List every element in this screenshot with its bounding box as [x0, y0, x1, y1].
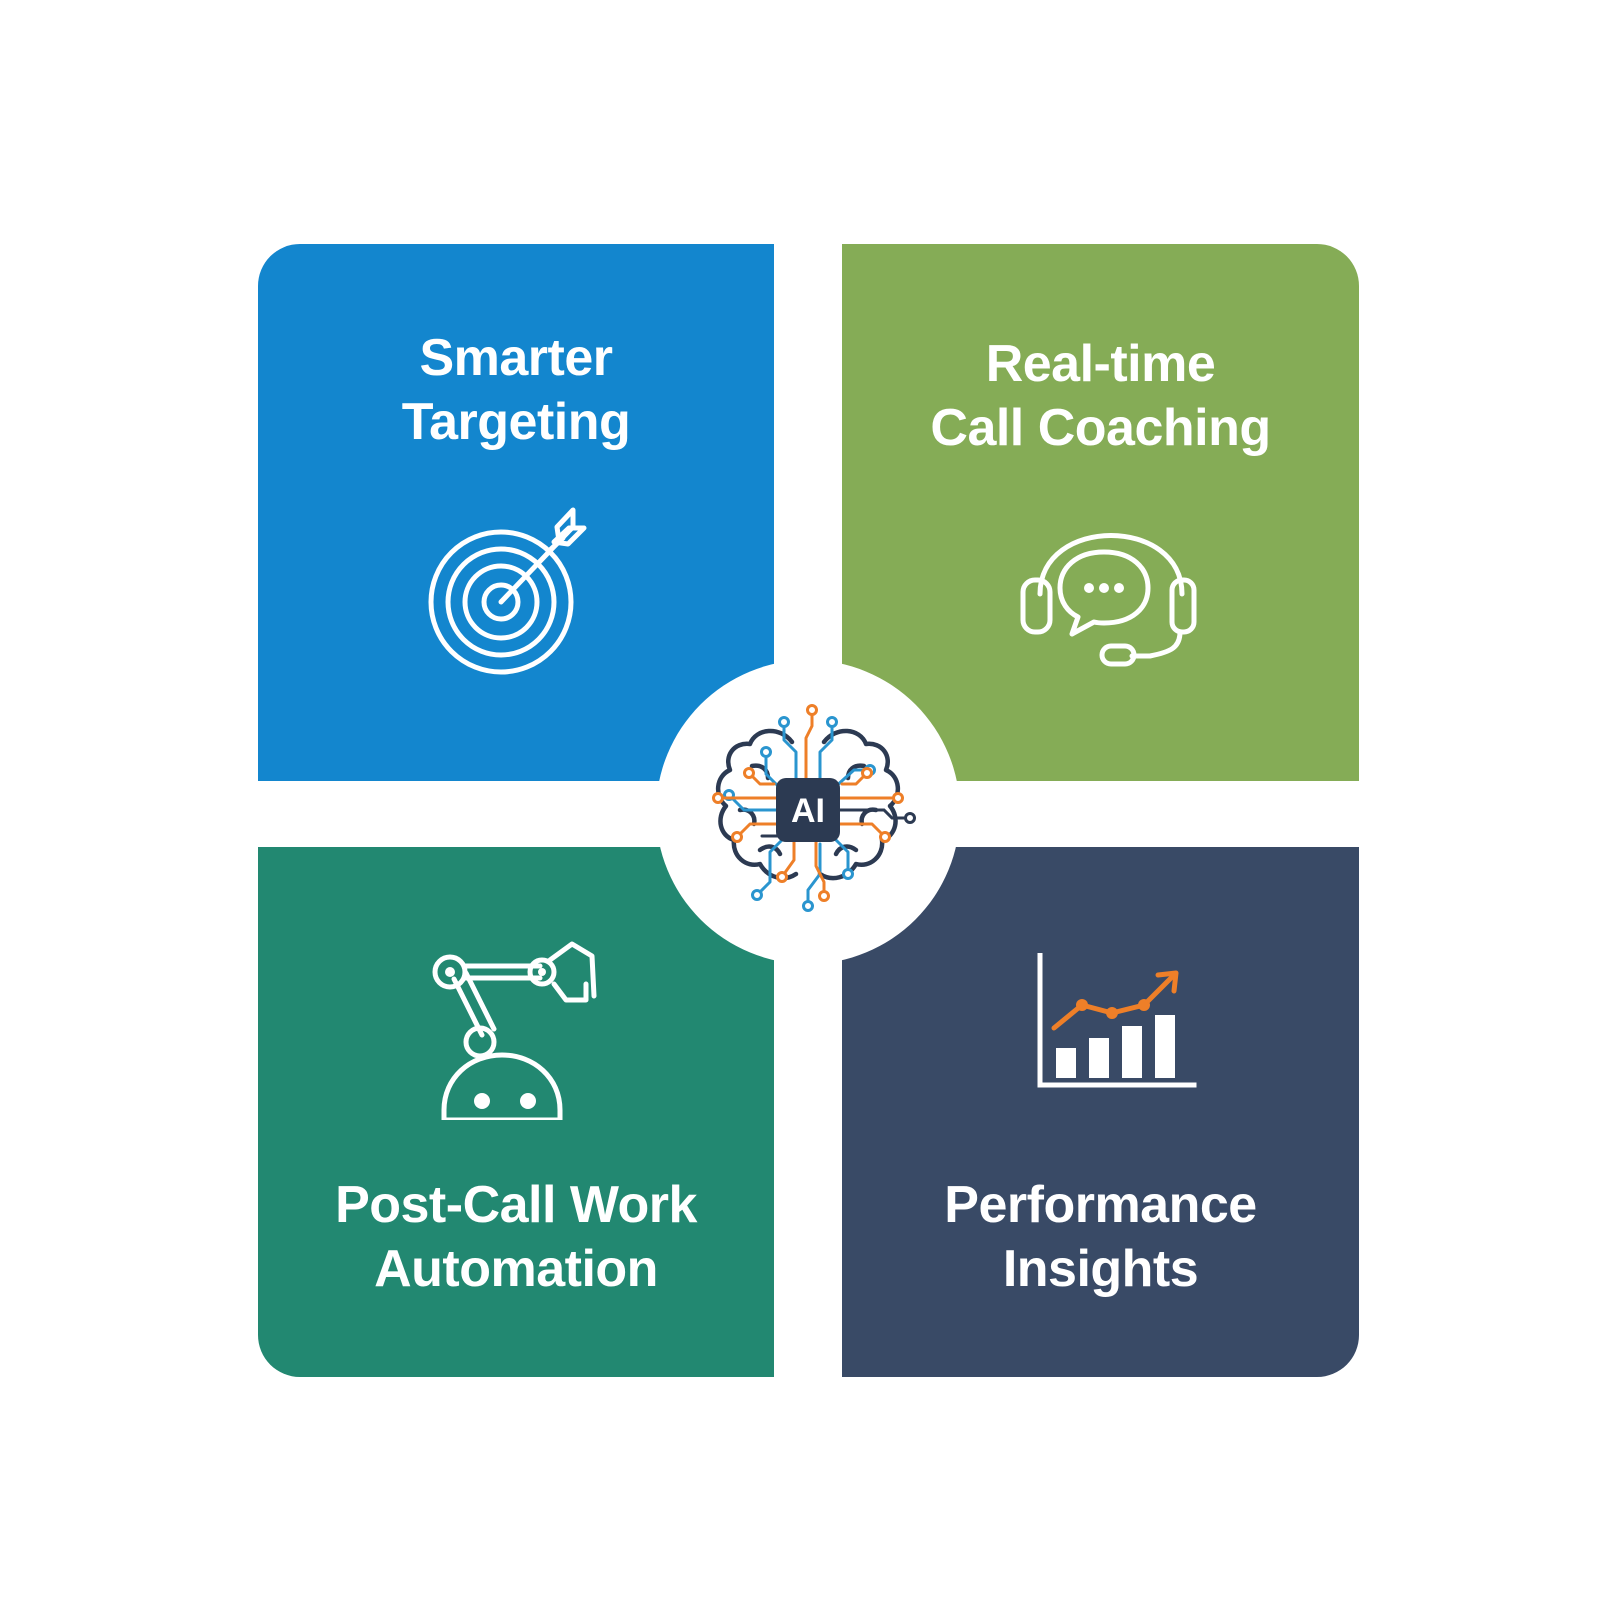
quadrant-title: Performance Insights	[842, 1173, 1359, 1301]
title-line: Real-time	[985, 335, 1216, 393]
title-line: Insights	[1002, 1240, 1199, 1298]
title-line: Smarter	[419, 329, 613, 387]
title-line: Automation	[374, 1240, 658, 1298]
ai-chip	[776, 778, 840, 842]
quadrant-real-time-call-coaching: Real-time Call Coaching	[842, 244, 1359, 781]
quadrant-performance-insights: Performance Insights	[842, 847, 1359, 1377]
title-line: Call Coaching	[930, 399, 1271, 457]
ai-label: AI	[791, 792, 825, 830]
headset-chat-icon	[1020, 533, 1197, 667]
ai-hub: AI	[656, 660, 960, 964]
title-line: Post-Call Work	[335, 1176, 697, 1234]
quadrant-post-call-work-automation: Post-Call Work Automation	[258, 847, 774, 1377]
title-line: Performance	[944, 1176, 1257, 1234]
circuit-brain-icon: AI	[712, 704, 916, 912]
quadrant-title: Smarter Targeting	[258, 326, 774, 454]
quadrant-smarter-targeting: Smarter Targeting	[258, 244, 774, 781]
robot-arm-icon	[432, 941, 597, 1120]
quadrant-title: Post-Call Work Automation	[258, 1173, 774, 1301]
bar-chart-trend-icon	[1037, 953, 1197, 1088]
target-icon	[428, 507, 587, 675]
title-line: Targeting	[401, 393, 631, 451]
quadrant-title: Real-time Call Coaching	[842, 332, 1359, 460]
